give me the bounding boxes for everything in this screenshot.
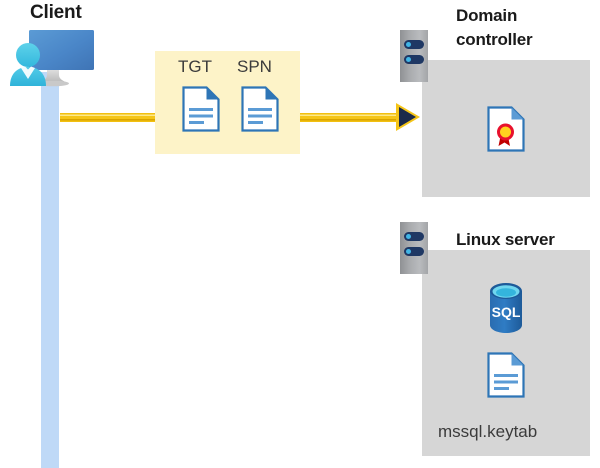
keytab-filename-label: mssql.keytab: [438, 422, 538, 441]
domain-controller-label-line1: Domain: [456, 6, 518, 25]
server-led-icon: [406, 234, 411, 239]
server-bay-icon: [404, 232, 424, 241]
sql-database-icon: SQL: [484, 282, 528, 334]
server-led-icon: [406, 42, 411, 47]
document-icon: [182, 86, 220, 132]
certificate-document-icon: [487, 106, 525, 152]
server-bay-icon: [404, 247, 424, 256]
domain-controller-label-line2: controller: [456, 30, 533, 49]
server-rack-icon: [400, 222, 428, 274]
document-icon: [241, 86, 279, 132]
client-lifeline: [41, 72, 59, 468]
spn-label: SPN: [237, 57, 272, 76]
client-label: Client: [30, 2, 82, 23]
domain-controller-label: Domain controller: [456, 4, 586, 52]
flow-arrow-head: [399, 107, 416, 127]
server-led-icon: [406, 57, 411, 62]
user-workstation-icon: [8, 28, 96, 90]
server-bay-icon: [404, 40, 424, 49]
server-led-icon: [406, 249, 411, 254]
sql-badge-text: SQL: [492, 304, 521, 320]
server-rack-icon: [400, 30, 428, 82]
linux-server-label: Linux server: [456, 230, 555, 249]
tgt-label: TGT: [178, 57, 212, 76]
server-bay-icon: [404, 55, 424, 64]
document-icon: [487, 352, 525, 398]
